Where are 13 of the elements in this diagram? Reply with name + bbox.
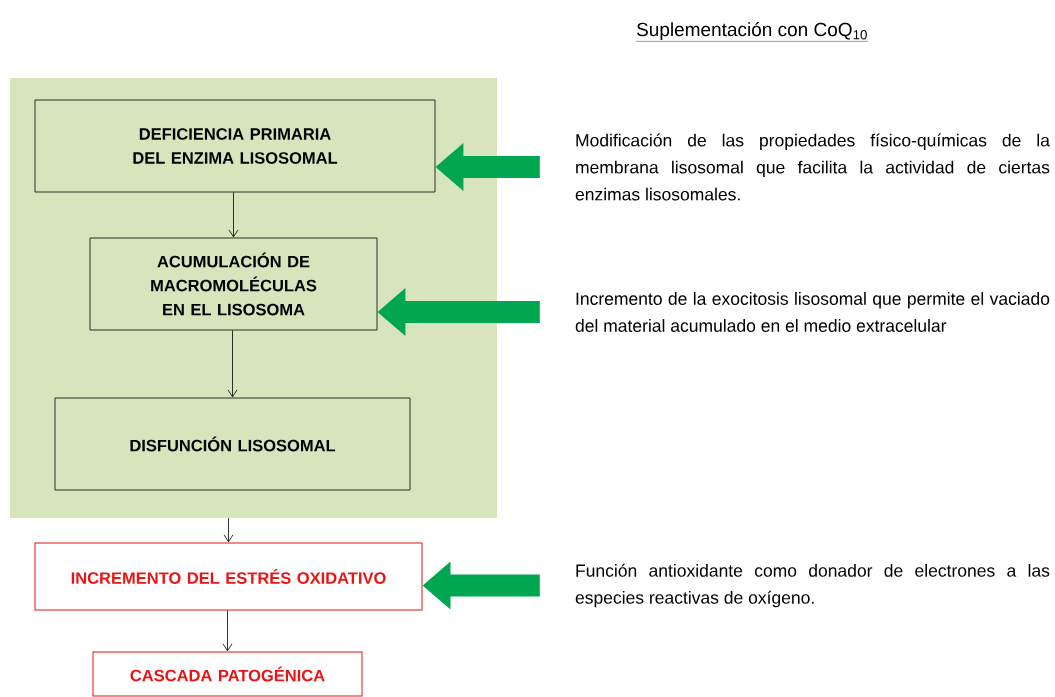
process-box: DEFICIENCIA PRIMARIA DEL ENZIMA LISOSOMAL: [34, 99, 436, 193]
description-text: Función antioxidante como donador de electrones a las especies reactivas de oxígeno.: [575, 563, 1050, 608]
process-box: INCREMENTO DEL ESTRÉS OXIDATIVO: [34, 542, 423, 611]
arrow: [227, 330, 238, 398]
arrow: [228, 192, 239, 238]
title: Suplementación con CoQ$_{10}$: [635, 22, 869, 42]
description-text: Modificación de las propiedades físico-químicas de la membrana lisosomal que facilita la actividad de ciertas enzimas lisosomales.: [575, 133, 1050, 201]
description-text: Incremento de la exocitosis lisosomal que permite el vaciado del material acumulado en el medio extracelular: [575, 292, 1050, 332]
process-box: ACUMULACIÓN DE MACROMOLÉCULAS EN EL LISOSOMA: [89, 237, 378, 331]
arrow: [222, 610, 233, 652]
arrow: [223, 517, 234, 543]
process-box: CASCADA PATOGÉNICA: [92, 651, 363, 697]
process-box: DISFUNCIÓN LISOSOMAL: [54, 397, 411, 491]
